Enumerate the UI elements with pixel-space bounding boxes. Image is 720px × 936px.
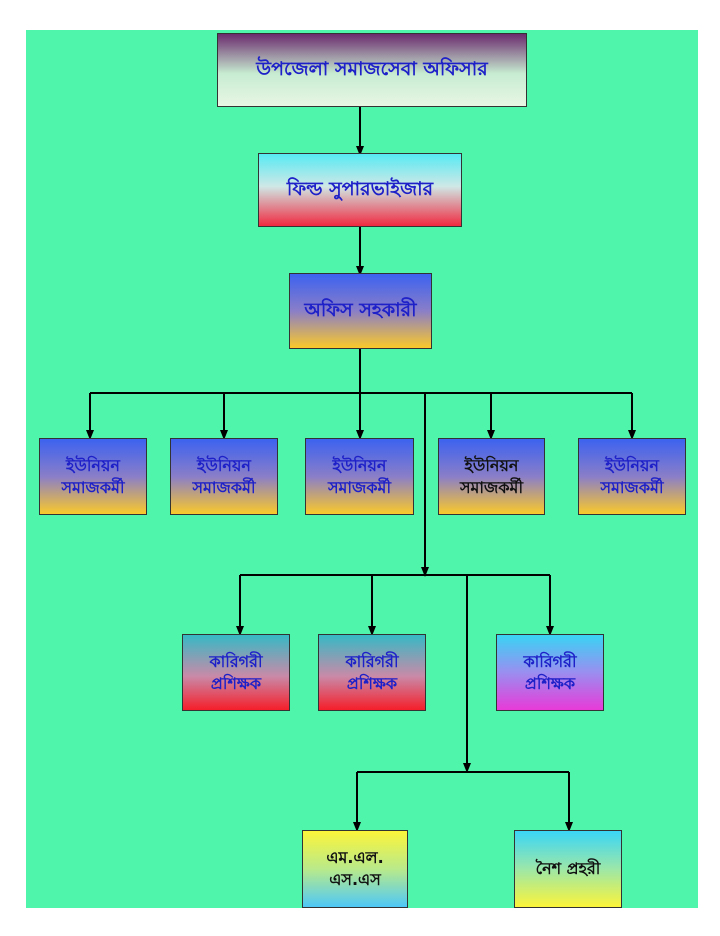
node-technical-trainer-2-line2: প্রশিক্ষক	[346, 673, 398, 693]
node-technical-trainer-1: কারিগরী প্রশিক্ষক	[182, 634, 290, 711]
node-union-worker-1-line1: ইউনিয়ন	[66, 455, 120, 475]
node-upazila-officer: উপজেলা সমাজসেবা অফিসার	[217, 33, 527, 107]
node-union-worker-1-line2: সমাজকর্মী	[61, 477, 125, 497]
node-union-worker-4-line1: ইউনিয়ন	[464, 455, 519, 475]
node-union-worker-5-line1: ইউনিয়ন	[605, 455, 659, 475]
node-union-worker-2-line2: সমাজকর্মী	[192, 477, 256, 497]
node-union-worker-2: ইউনিয়ন সমাজকর্মী	[170, 438, 278, 515]
node-union-worker-5: ইউনিয়ন সমাজকর্মী	[578, 438, 686, 515]
node-union-worker-1: ইউনিয়ন সমাজকর্মী	[39, 438, 147, 515]
node-union-worker-3-line1: ইউনিয়ন	[332, 455, 387, 475]
node-technical-trainer-3-line2: প্রশিক্ষক	[524, 673, 576, 693]
node-technical-trainer-1-line1: কারিগরী	[209, 651, 263, 671]
node-union-worker-4: ইউনিয়ন সমাজকর্মী	[438, 438, 545, 515]
node-mlss-line2: এস.এস	[329, 870, 381, 889]
node-office-assistant: অফিস সহকারী	[289, 273, 432, 349]
node-upazila-officer-label: উপজেলা সমাজসেবা অফিসার	[256, 58, 488, 81]
node-technical-trainer-3: কারিগরী প্রশিক্ষক	[496, 634, 604, 711]
node-union-worker-3-line2: সমাজকর্মী	[327, 477, 392, 497]
node-night-guard: নৈশ প্রহরী	[514, 830, 622, 908]
node-mlss-line1: এম.এল.	[326, 848, 384, 868]
node-union-worker-4-line2: সমাজকর্মী	[459, 477, 524, 497]
node-technical-trainer-2-line1: কারিগরী	[345, 651, 399, 671]
node-mlss: এম.এল. এস.এস	[302, 830, 408, 908]
node-technical-trainer-3-line1: কারিগরী	[523, 651, 577, 671]
node-technical-trainer-2: কারিগরী প্রশিক্ষক	[318, 634, 426, 711]
node-union-worker-3: ইউনিয়ন সমাজকর্মী	[305, 438, 414, 515]
node-field-supervisor-label: ফিল্ড সুপারভাইজার	[286, 178, 434, 201]
node-night-guard-label: নৈশ প্রহরী	[535, 859, 601, 879]
node-union-worker-5-line2: সমাজকর্মী	[600, 477, 664, 497]
node-field-supervisor: ফিল্ড সুপারভাইজার	[258, 153, 462, 227]
node-union-worker-2-line1: ইউনিয়ন	[197, 455, 251, 475]
node-technical-trainer-1-line2: প্রশিক্ষক	[210, 673, 262, 693]
node-office-assistant-label: অফিস সহকারী	[304, 299, 417, 322]
